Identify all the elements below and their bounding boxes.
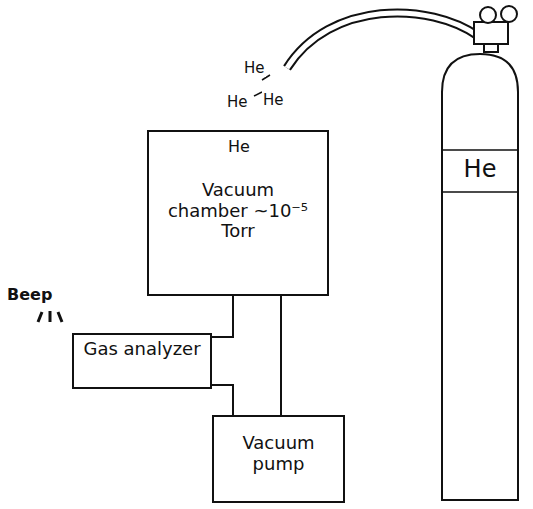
node-text: He — [219, 138, 259, 156]
node-text: Vacuum chamber ~10⁻⁵ Torr — [163, 180, 313, 242]
alarm-label: Beep — [6, 286, 53, 304]
node-text: He — [448, 156, 512, 184]
cylinder-body — [442, 54, 518, 500]
gas-label: He — [262, 92, 285, 109]
analyzer-box: Gas analyzer — [72, 333, 212, 389]
label-band — [442, 150, 518, 192]
valve-neck — [484, 44, 498, 52]
pipe-inner — [212, 296, 257, 361]
gas-label: He — [243, 60, 266, 77]
regulator — [474, 22, 508, 44]
gauge — [480, 7, 496, 23]
node-text: Vacuum pump — [220, 433, 337, 474]
gauge — [501, 6, 517, 22]
chamber-box: HeVacuum chamber ~10⁻⁵ Torr — [147, 130, 329, 296]
hose — [287, 13, 478, 68]
node-text: Gas analyzer — [80, 339, 204, 360]
gas-label: He — [226, 94, 249, 111]
pump-box: Vacuum pump — [212, 415, 345, 503]
beep-marks — [38, 311, 62, 322]
gas-cylinder: He — [440, 52, 520, 502]
cylinder-outline — [440, 52, 520, 502]
pipe — [212, 296, 257, 361]
hose-inner — [287, 13, 478, 68]
